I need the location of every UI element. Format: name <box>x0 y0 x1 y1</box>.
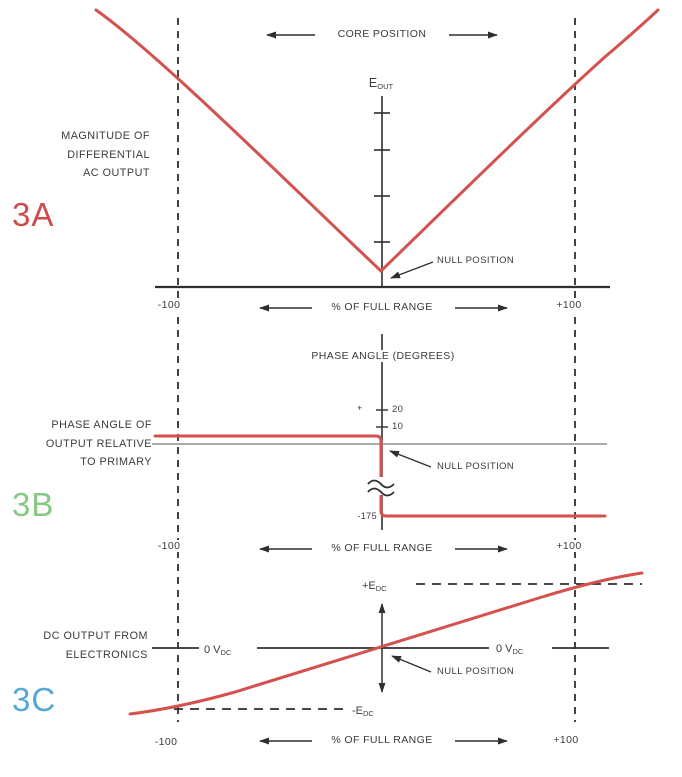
panel3a-null-position-label: NULL POSITION <box>437 255 515 266</box>
panel3c-xmax-label: +100 <box>553 734 579 746</box>
panel3b-tick-20: 20 <box>392 404 404 415</box>
panel3b-phase-curve <box>153 434 607 518</box>
panel3c-null-arrow-icon <box>391 655 432 673</box>
panel3b-null-position-label: NULL POSITION <box>437 461 515 472</box>
panel3a-xmax-label: +100 <box>546 299 592 311</box>
panel3a-null-arrow-icon <box>390 261 434 279</box>
panel3a-xrange-label: % OF FULL RANGE <box>331 301 433 313</box>
panel3c-dc-curve <box>128 571 644 716</box>
panel3c-xmin-label: -100 <box>154 736 178 748</box>
panel3c-zero-vdc-left-label: 0 VDC <box>204 644 232 657</box>
panel3c-null-position-label: NULL POSITION <box>437 666 515 677</box>
panel3a-vcurve <box>94 8 660 274</box>
panel3b-tick-10: 10 <box>392 421 404 432</box>
panel3b-xmin-label: -100 <box>146 540 192 552</box>
panel3c-zero-vdc-right-label: 0 VDC <box>496 643 524 656</box>
panel3c-posEdc-label: +EDC <box>362 580 387 593</box>
panel3b-null-arrow-icon <box>389 450 432 468</box>
core-position-label: CORE POSITION <box>337 28 427 40</box>
panel3a-badge: 3A <box>12 196 55 233</box>
panel3c-side-label: DC OUTPUT FROM ELECTRONICS <box>43 630 148 661</box>
panel3b-plus-sign: + <box>357 403 363 413</box>
axis-break-icon <box>366 477 395 497</box>
panel3b-xrange-label: % OF FULL RANGE <box>331 542 433 554</box>
panel3b-y-ticks <box>376 409 388 428</box>
panel3b-side-label: PHASE ANGLE OF OUTPUT RELATIVE TO PRIMAR… <box>45 419 152 468</box>
panel3c-badge: 3C <box>12 681 57 718</box>
panel3b-badge: 3B <box>12 486 55 523</box>
panel3b-xmax-label: +100 <box>546 540 592 552</box>
panel3a-y-axis-label: EOUT <box>368 76 394 91</box>
panel3b-title: PHASE ANGLE (DEGREES) <box>292 350 474 362</box>
panel3c-xrange-label: % OF FULL RANGE <box>331 734 433 746</box>
panel3a-side-label: MAGNITUDE OF DIFFERENTIAL AC OUTPUT <box>61 130 150 179</box>
panel3c-negEdc-label: -EDC <box>352 705 374 718</box>
panel3b-tick-neg175: -175 <box>357 511 377 521</box>
panel3a-y-ticks <box>374 112 390 243</box>
panel3a-xmin-label: -100 <box>146 299 192 311</box>
